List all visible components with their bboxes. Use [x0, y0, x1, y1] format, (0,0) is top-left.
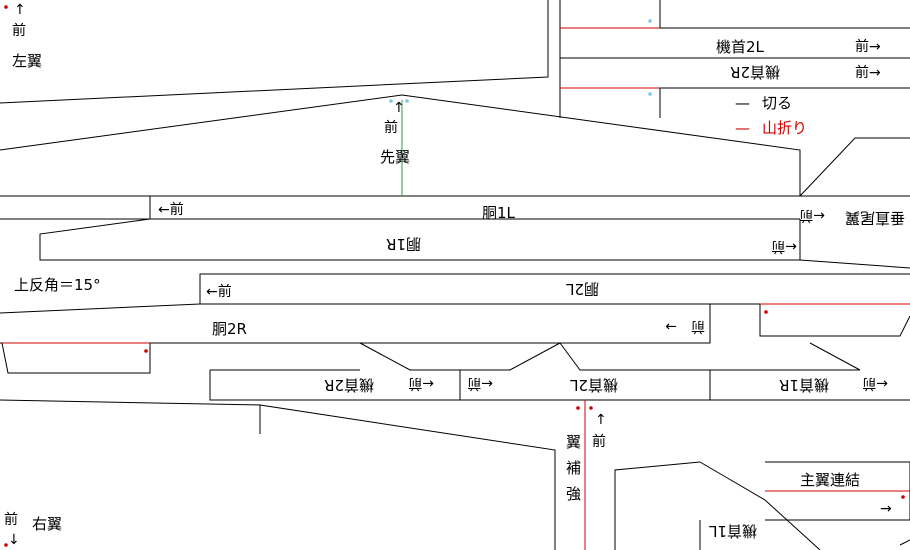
- nose-1r-lower-label: 機首1R: [779, 376, 829, 394]
- front-down-text: 前: [4, 511, 18, 528]
- tail-fin-front: ←前: [799, 207, 825, 224]
- right-tab-outline: [759, 304, 910, 337]
- nose-2l-top-edge: [659, 0, 910, 29]
- tail-fin-diagonal: [799, 137, 910, 197]
- nose-2r-lower-label: 機首2R: [324, 376, 374, 394]
- dot-canard-right: [405, 99, 409, 103]
- nose-2l-lower-front: ←前: [467, 375, 493, 392]
- legend-fold-label: 山折り: [762, 119, 807, 137]
- legend: — 切る — 山折り: [735, 94, 807, 137]
- left-wing-label: 左翼: [12, 52, 42, 70]
- dot-wing-join: [901, 495, 905, 499]
- body-1l-front: ←前: [158, 201, 184, 218]
- nose-2r-label: 機首2R: [730, 63, 780, 81]
- wing-join-outline: [765, 461, 910, 521]
- dot-canard-left: [389, 99, 393, 103]
- legend-cut-label: 切る: [762, 94, 792, 112]
- reinforce-char-2: 補: [566, 459, 581, 477]
- nose-notch-mid-right: [559, 342, 710, 371]
- body-2r-right-edge: [0, 304, 711, 344]
- body-1r-front: ←前: [771, 238, 797, 255]
- dot-nose-2l: [648, 19, 652, 23]
- reinforce-front-arrow: ↑: [595, 412, 607, 428]
- labels-upright: ↑ 前 左翼 ↑ 前 先翼 機首2L 前→ 前→ ←前 胴1L 上反角＝15° …: [4, 2, 892, 548]
- nose-2l-lower-label: 機首2L: [569, 376, 618, 394]
- body-1r-outline: [39, 218, 801, 261]
- body-1r-label: 胴1R: [386, 235, 421, 253]
- nose-1l-diagonal: [699, 461, 821, 550]
- nose-1r-lower-front: ←前: [862, 375, 888, 392]
- canard-outline: [0, 94, 801, 196]
- reinforce-front-text: 前: [592, 433, 606, 450]
- mountain-fold-lines: [2, 27, 910, 550]
- body-1r-to-2l-diagonal: [799, 259, 910, 269]
- legend-fold-mark: —: [735, 119, 750, 137]
- dihedral-label: 上反角＝15°: [14, 276, 101, 294]
- body-1l-label: 胴1L: [482, 204, 516, 222]
- dot-bottom-left: [4, 543, 8, 547]
- tail-fin-label: 垂直尾翼: [845, 209, 905, 227]
- front-up-text: 前: [12, 22, 26, 39]
- nose-notch-mid: [460, 342, 561, 371]
- body-2l-label: 胴2L: [565, 280, 599, 298]
- left-tab-outline: [1, 342, 151, 374]
- front-down-arrow: ↓: [8, 532, 20, 548]
- nose-1l-label: 機首1L: [708, 522, 757, 540]
- dot-left-tab: [144, 349, 148, 353]
- right-wing-outline: [0, 399, 556, 550]
- body-2l-front: ←前: [206, 283, 232, 300]
- main-wing-join-arrow: →: [880, 501, 892, 517]
- dot-reinforce-right: [589, 406, 593, 410]
- bottom-right-edge: [899, 539, 910, 546]
- reinforce-right-edge: [614, 461, 701, 550]
- body-2r-outline: [0, 303, 201, 314]
- reinforce-char-1: 翼: [566, 433, 581, 451]
- alignment-dots: [4, 5, 905, 547]
- canard-label: 先翼: [380, 148, 410, 166]
- body-2r-label: 胴2R: [212, 320, 247, 338]
- front-up-arrow: ↑: [14, 2, 26, 18]
- canard-front-text: 前: [384, 119, 398, 136]
- nose-2r-front: 前→: [855, 64, 881, 81]
- nose-2r-lower-front: ←前: [408, 375, 434, 392]
- nose-notch-left: [359, 342, 460, 371]
- dot-right-tab: [764, 310, 768, 314]
- labels-rotated: 機首2R 胴1R ←前 垂直尾翼 ←前 胴2L 前 → 機首2R ←前 ←前 機…: [324, 63, 905, 540]
- nose-2l-front: 前→: [855, 38, 881, 55]
- body-2r-front: 前 →: [665, 318, 705, 335]
- right-wing-label: 右翼: [32, 515, 62, 533]
- legend-cut-mark: —: [735, 94, 750, 112]
- canard-front-arrow: ↑: [393, 100, 405, 116]
- body-1l-lower-edge: [0, 196, 151, 220]
- main-wing-join-label: 主翼連結: [800, 471, 860, 489]
- left-wing-outline: [0, 0, 549, 104]
- body-2l-outline: [199, 273, 910, 304]
- dot-reinforce-left: [576, 406, 580, 410]
- reinforce-char-3: 強: [566, 485, 581, 503]
- nose-2l-label: 機首2L: [716, 38, 765, 56]
- dot-nose-2r: [648, 92, 652, 96]
- nose-strip-outline: [209, 370, 910, 401]
- dot-top-left: [4, 5, 8, 9]
- nose-notch-right: [710, 342, 861, 371]
